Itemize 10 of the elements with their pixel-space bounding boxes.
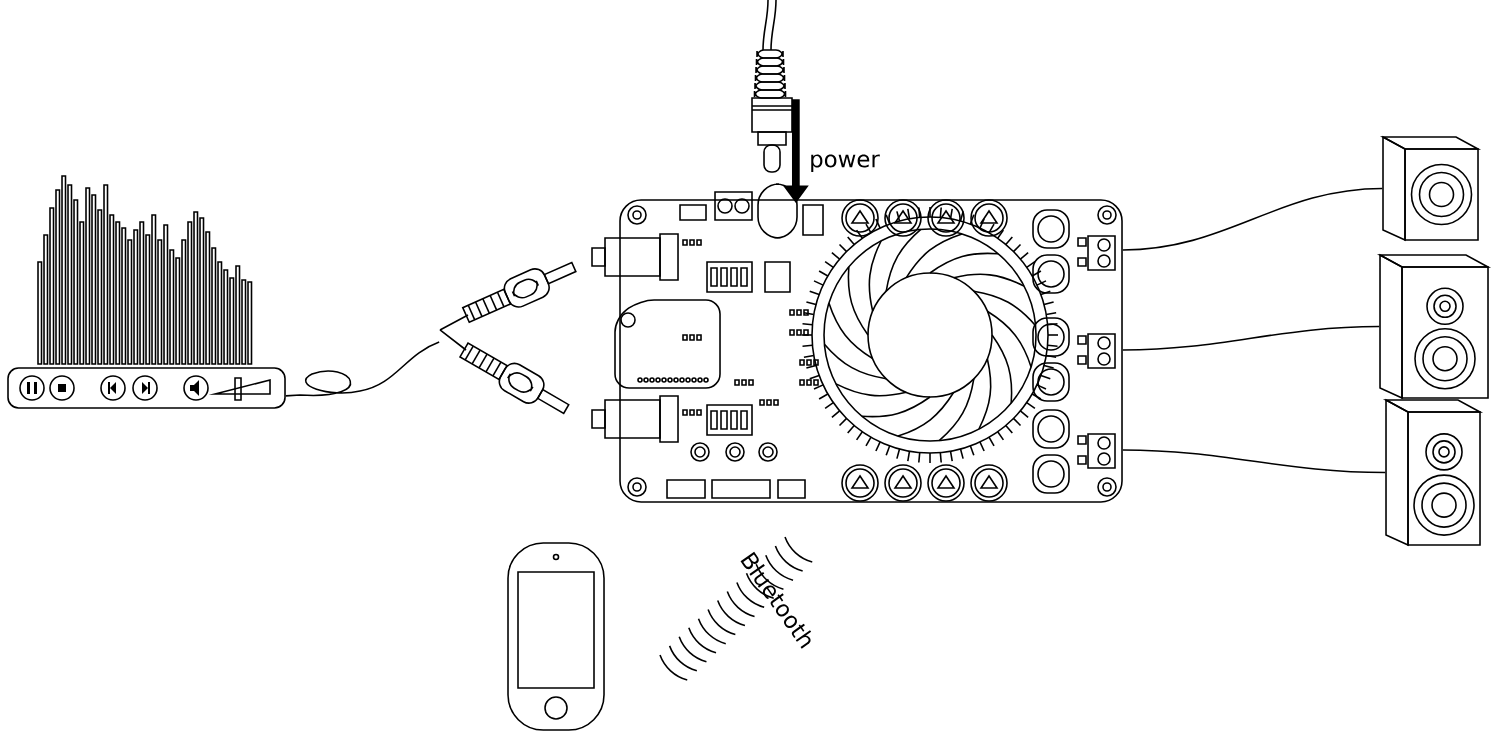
power-plug-drawing: [751, 0, 793, 173]
edge-label: power: [805, 150, 884, 176]
cable: [1122, 187, 1384, 251]
cable: [1122, 325, 1381, 351]
cable: [1122, 449, 1387, 474]
rca-plug-drawing: [439, 261, 577, 415]
phone-drawing: [507, 542, 605, 731]
cable: [285, 341, 440, 397]
amplifier-board-drawing: [591, 183, 1123, 503]
media-player-drawing: [7, 175, 286, 409]
